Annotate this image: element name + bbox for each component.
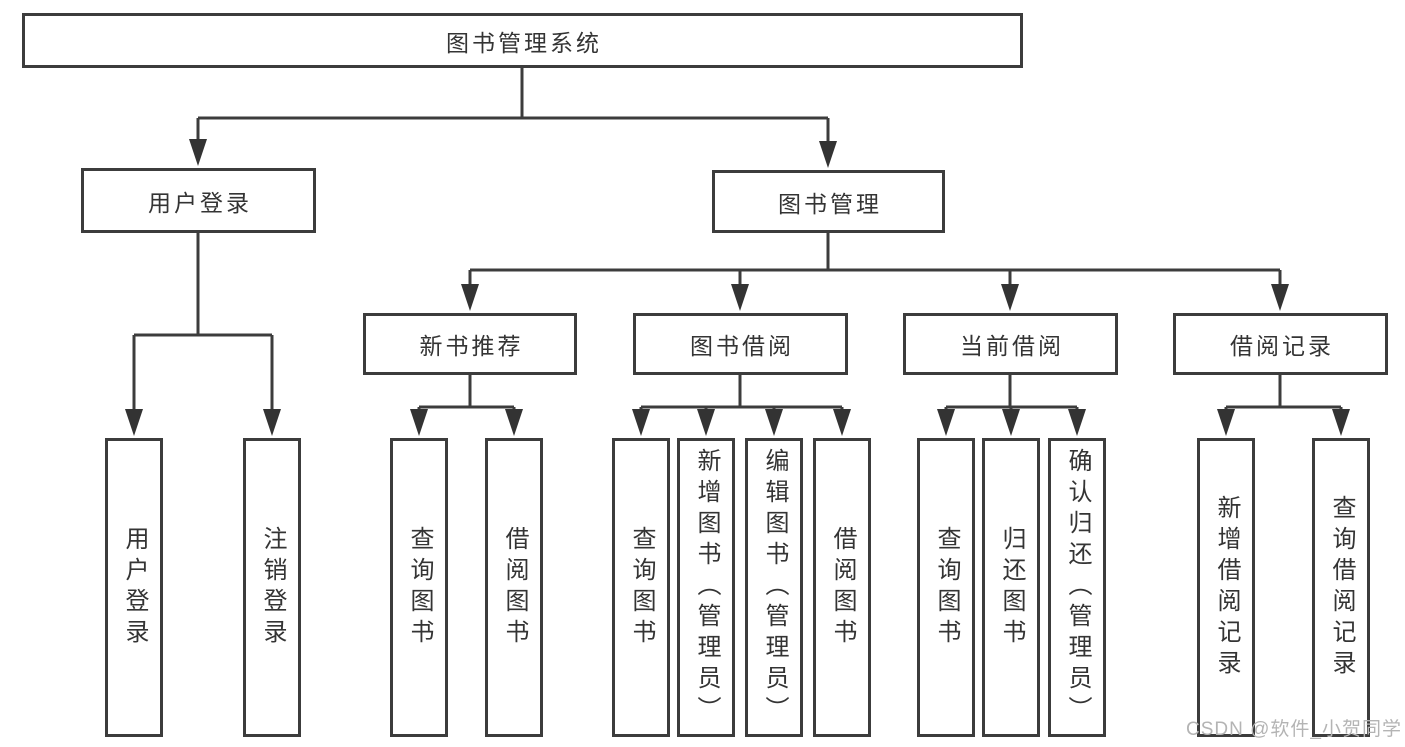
node-book-borrowing: 图书借阅	[633, 313, 848, 375]
leaf-borrow-books-recommend: 借阅图书	[485, 438, 543, 737]
node-user-login: 用户登录	[81, 168, 316, 233]
leaf-query-books-current: 查询图书	[917, 438, 975, 737]
leaf-add-books-admin: 新增图书（管理员）	[677, 438, 735, 737]
node-book-management: 图书管理	[712, 170, 945, 233]
leaf-return-books: 归还图书	[982, 438, 1040, 737]
node-borrowing-records: 借阅记录	[1173, 313, 1388, 375]
leaf-user-login: 用户登录	[105, 438, 163, 737]
leaf-query-books-recommend: 查询图书	[390, 438, 448, 737]
leaf-add-borrow-record: 新增借阅记录	[1197, 438, 1255, 737]
node-current-borrowing: 当前借阅	[903, 313, 1118, 375]
leaf-logout: 注销登录	[243, 438, 301, 737]
leaf-borrow-books-borrowing: 借阅图书	[813, 438, 871, 737]
leaf-query-borrow-record: 查询借阅记录	[1312, 438, 1370, 737]
leaf-edit-books-admin: 编辑图书（管理员）	[745, 438, 803, 737]
csdn-watermark: CSDN @软件_小贺同学	[1186, 719, 1402, 740]
node-new-book-recommendation: 新书推荐	[363, 313, 577, 375]
node-library-management-system: 图书管理系统	[22, 13, 1023, 68]
leaf-query-books-borrowing: 查询图书	[612, 438, 670, 737]
leaf-confirm-return-admin: 确认归还（管理员）	[1048, 438, 1106, 737]
